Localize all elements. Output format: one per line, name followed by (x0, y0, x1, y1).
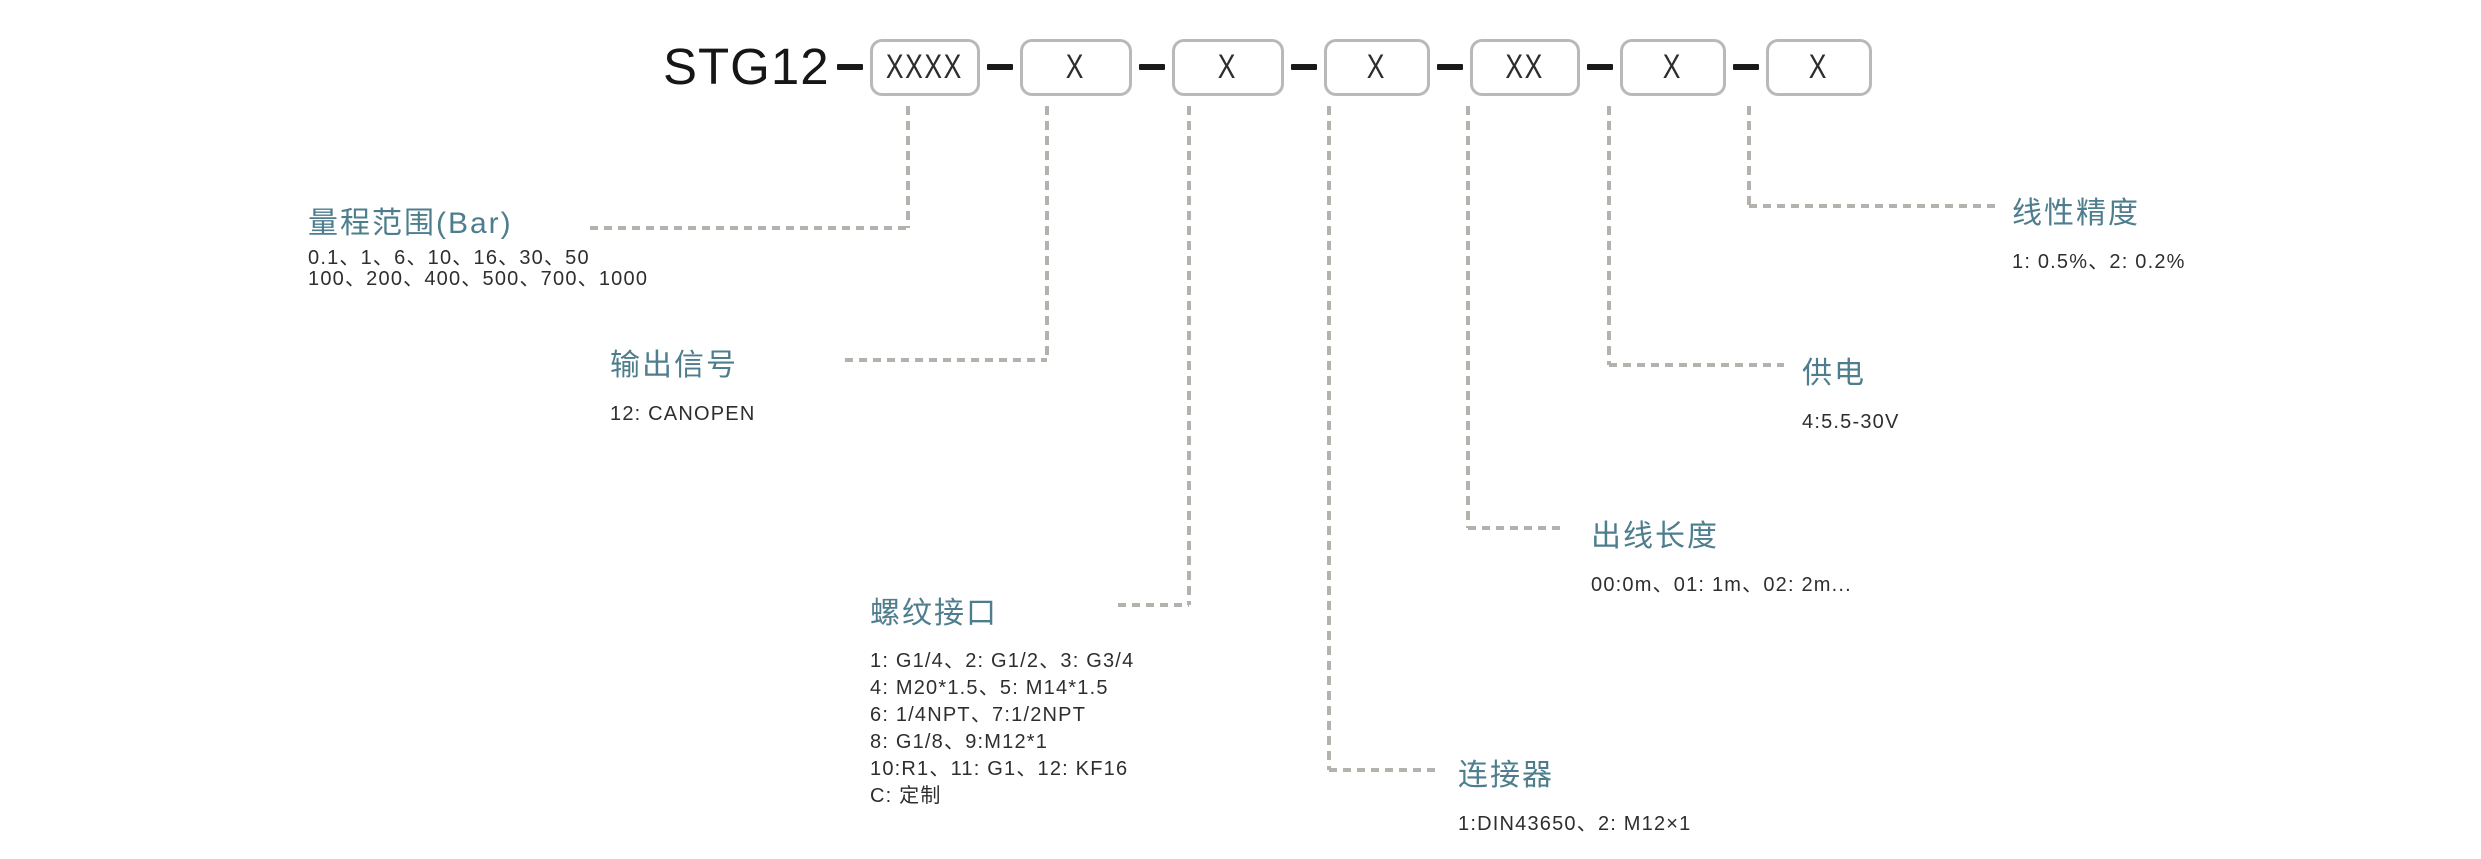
field-range-value-line: 0.1、1、6、10、16、30、50 (308, 246, 590, 269)
code-separator-dash (1290, 64, 1317, 70)
code-separator-dash (1138, 64, 1165, 70)
field-range: 量程范围(Bar) 0.1、1、6、10、16、30、50 100、200、40… (308, 208, 648, 290)
code-separator-dash (986, 64, 1013, 70)
connector-line-output-horizontal (845, 358, 1047, 362)
field-output-signal: 输出信号 12: CANOPEN (610, 350, 755, 425)
field-thread-interface: 螺纹接口 1: G1/4、2: G1/2、3: G3/4 4: M20*1.5、… (870, 598, 1134, 810)
field-power-supply-values: 4:5.5-30V (1802, 410, 1900, 433)
code-separator-dash (1586, 64, 1613, 70)
field-connector-values: 1:DIN43650、2: M12×1 (1458, 812, 1692, 835)
connector-line-power-vertical (1607, 106, 1611, 365)
field-cable-length-value-line: 00:0m、01: 1m、02: 2m... (1591, 573, 1852, 596)
connector-line-range-vertical (906, 106, 910, 228)
field-output-signal-values: 12: CANOPEN (610, 402, 756, 425)
field-range-values: 0.1、1、6、10、16、30、50 100、200、400、500、700、… (308, 246, 649, 290)
connector-line-cable-vertical (1466, 106, 1470, 528)
code-segment-connector: X (1323, 38, 1430, 96)
field-power-supply-label: 供电 (1802, 357, 1866, 390)
field-cable-length-values: 00:0m、01: 1m、02: 2m... (1591, 573, 1852, 596)
field-connector-value-line: 1:DIN43650、2: M12×1 (1458, 812, 1692, 835)
field-linearity-accuracy-label: 线性精度 (2012, 197, 2140, 230)
field-linearity-accuracy: 线性精度 1: 0.5%、2: 0.2% (2012, 198, 2186, 273)
code-separator-dash (836, 64, 863, 70)
code-segment-cable-length: XX (1469, 38, 1580, 96)
model-code-row: STG12 XXXX X X X XX X X (663, 38, 1872, 96)
model-prefix: STG12 (663, 38, 830, 95)
field-power-supply: 供电 4:5.5-30V (1802, 358, 1900, 433)
code-segment-accuracy-text: X (1808, 47, 1829, 86)
field-thread-interface-values: 1: G1/4、2: G1/2、3: G3/4 4: M20*1.5、5: M1… (870, 648, 1134, 810)
field-connector-label: 连接器 (1458, 759, 1554, 792)
connector-line-connector-horizontal (1329, 768, 1440, 772)
field-thread-interface-value-line: 6: 1/4NPT、7:1/2NPT (870, 703, 1087, 726)
field-linearity-accuracy-value-line: 1: 0.5%、2: 0.2% (2012, 250, 2186, 273)
field-thread-interface-value-line: 8: G1/8、9:M12*1 (870, 730, 1049, 753)
connector-line-power-horizontal (1609, 363, 1784, 367)
code-segment-output-signal: X (1019, 38, 1132, 96)
code-segment-range-text: XXXX (886, 47, 964, 86)
field-cable-length-label: 出线长度 (1591, 520, 1719, 553)
connector-line-range-horizontal (590, 226, 908, 230)
field-thread-interface-value-line: 1: G1/4、2: G1/2、3: G3/4 (870, 649, 1135, 672)
code-segment-output-signal-text: X (1065, 47, 1086, 86)
field-power-supply-value-line: 4:5.5-30V (1802, 410, 1900, 433)
field-thread-interface-value-line: 10:R1、11: G1、12: KF16 (870, 757, 1129, 780)
connector-line-output-vertical (1045, 106, 1049, 360)
code-segment-thread-text: X (1217, 47, 1238, 86)
connector-line-accuracy-vertical (1747, 106, 1751, 207)
connector-line-thread-horizontal (1118, 603, 1189, 607)
field-cable-length: 出线长度 00:0m、01: 1m、02: 2m... (1591, 521, 1852, 596)
code-segment-cable-length-text: XX (1505, 47, 1544, 86)
code-separator-dash (1436, 64, 1463, 70)
field-connector: 连接器 1:DIN43650、2: M12×1 (1458, 760, 1691, 835)
field-range-value-line: 100、200、400、500、700、1000 (308, 267, 649, 290)
field-thread-interface-label: 螺纹接口 (870, 597, 998, 630)
field-output-signal-value-line: 12: CANOPEN (610, 402, 756, 425)
code-separator-dash (1732, 64, 1759, 70)
code-segment-thread: X (1171, 38, 1284, 96)
code-segment-connector-text: X (1366, 47, 1387, 86)
code-segment-power: X (1619, 38, 1726, 96)
code-segment-power-text: X (1662, 47, 1683, 86)
field-output-signal-label: 输出信号 (610, 349, 738, 382)
code-segment-accuracy: X (1765, 38, 1872, 96)
field-thread-interface-value-line: C: 定制 (870, 784, 942, 807)
connector-line-accuracy-horizontal (1749, 204, 1997, 208)
connector-line-connector-vertical (1327, 106, 1331, 770)
field-range-label: 量程范围(Bar) (308, 207, 513, 240)
connector-line-thread-vertical (1187, 106, 1191, 605)
code-segment-range: XXXX (869, 38, 980, 96)
connector-line-cable-horizontal (1468, 526, 1566, 530)
field-thread-interface-value-line: 4: M20*1.5、5: M14*1.5 (870, 676, 1109, 699)
field-linearity-accuracy-values: 1: 0.5%、2: 0.2% (2012, 250, 2186, 273)
